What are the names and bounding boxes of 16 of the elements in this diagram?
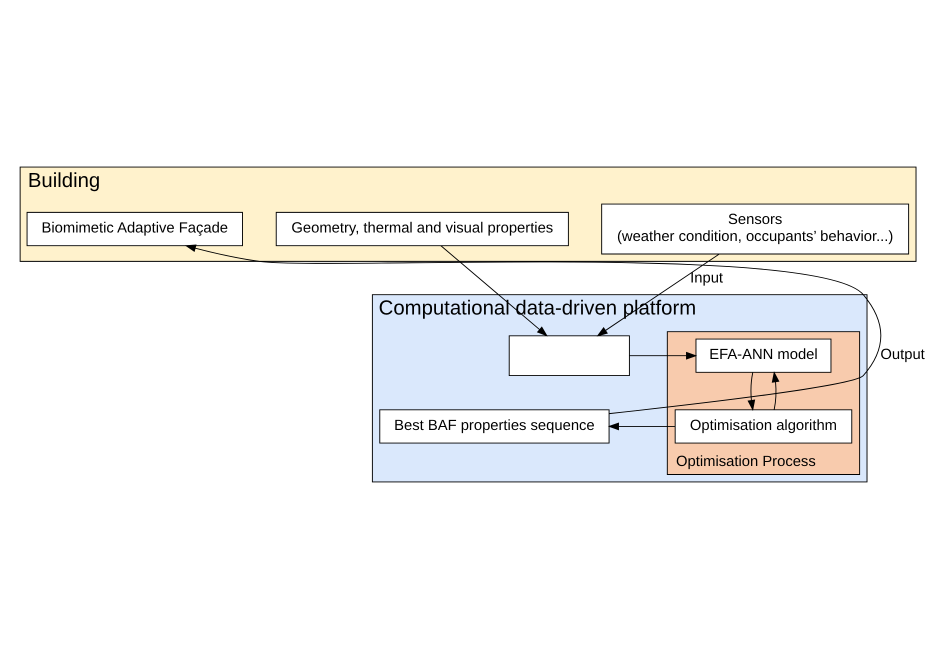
- arrow: [184, 244, 882, 414]
- arrow: [629, 352, 698, 360]
- arrow: [440, 245, 548, 337]
- arrow: [748, 372, 756, 411]
- node-box: EFA-ANN model: [696, 338, 832, 373]
- node-box: Sensors (weather condition, occupants’ behavior...): [601, 204, 910, 254]
- node-box: Biomimetic Adaptive Façade: [26, 212, 243, 246]
- node-box: Geometry, thermal and visual properties: [276, 212, 569, 246]
- node-box: Optimisation algorithm: [674, 409, 852, 444]
- node-box: [508, 335, 630, 376]
- edge-label: Input: [690, 270, 724, 286]
- node-box: Best BAF properties sequence: [379, 409, 610, 444]
- arrow: [608, 422, 676, 430]
- edge-label: Output: [880, 347, 925, 364]
- arrow: [596, 254, 720, 336]
- arrow: [772, 371, 780, 410]
